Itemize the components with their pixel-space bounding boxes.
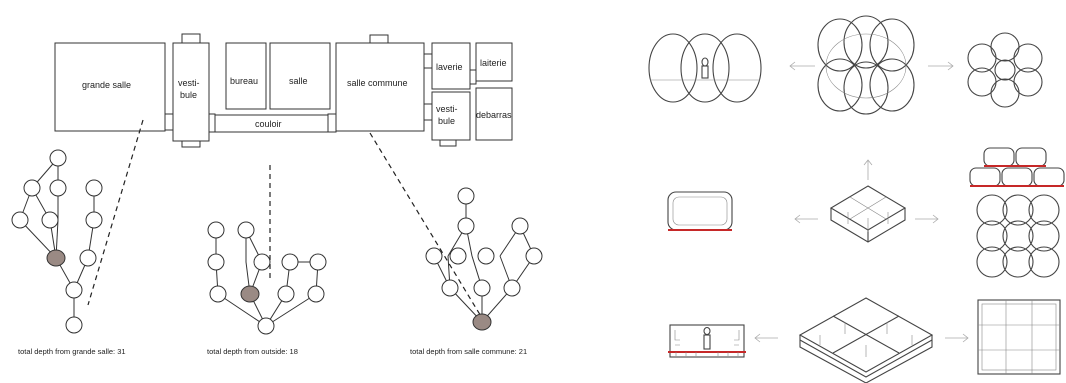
- graph-node: [24, 180, 40, 196]
- room-label-vestibule-right-2: bule: [438, 116, 455, 126]
- door-vestibule-right-bottom: [440, 140, 456, 146]
- section-room-figure: [668, 325, 746, 357]
- room-label-vestibule-right-1: vesti-: [436, 104, 458, 114]
- graph-node: [278, 286, 294, 302]
- arrow-left-icon: [795, 215, 818, 223]
- graph-node: [478, 248, 494, 264]
- room-label-laverie: laverie: [436, 62, 463, 72]
- door-couloir-right: [328, 114, 336, 132]
- arrow-right-icon: [928, 62, 953, 70]
- door-vestibule-left-bottom: [182, 141, 200, 147]
- graph-node: [66, 282, 82, 298]
- clustered-ellipses-figure: [818, 16, 914, 114]
- door-couloir-left: [209, 114, 215, 132]
- graph-node: [258, 318, 274, 334]
- graph-node: [458, 188, 474, 204]
- graph-node: [208, 254, 224, 270]
- circle-grid-figure: [977, 195, 1059, 277]
- isometric-cross-plan-figure: [831, 186, 905, 242]
- graph-node: [86, 212, 102, 228]
- access-graph-salle-commune: [426, 188, 542, 330]
- graph-node-highlighted: [47, 250, 65, 266]
- room-label-salle: salle: [289, 76, 308, 86]
- arrow-left-icon: [790, 62, 815, 70]
- room-label-grande-salle: grande salle: [82, 80, 131, 90]
- graph-node: [254, 254, 270, 270]
- graph-node: [450, 248, 466, 264]
- rounded-room-figure: [668, 192, 732, 230]
- graph-node: [238, 222, 254, 238]
- graph-node: [308, 286, 324, 302]
- graph-node: [208, 222, 224, 238]
- arrow-left-icon: [755, 334, 778, 342]
- graph-node: [310, 254, 326, 270]
- graph-node-highlighted: [241, 286, 259, 302]
- graph-node-highlighted: [473, 314, 491, 330]
- square-grid-plan-figure: [978, 300, 1060, 374]
- graph-node: [282, 254, 298, 270]
- floor-plan: grande salle vesti- bule bureau salle co…: [55, 34, 512, 147]
- arrow-right-icon: [915, 215, 938, 223]
- arrow-up-icon: [864, 160, 872, 180]
- graph-node: [86, 180, 102, 196]
- room-label-salle-commune: salle commune: [347, 78, 408, 88]
- graph-node: [526, 248, 542, 264]
- graph-node: [512, 218, 528, 234]
- graph-node: [50, 180, 66, 196]
- graph-node: [474, 280, 490, 296]
- graph-node: [42, 212, 58, 228]
- door-laiterie: [470, 70, 476, 84]
- room-label-bureau: bureau: [230, 76, 258, 86]
- room-label-laiterie: laiterie: [480, 58, 507, 68]
- rosette-circles-figure: [968, 33, 1042, 107]
- access-graph-outside: [208, 222, 326, 334]
- room-label-vestibule-left-2: bule: [180, 90, 197, 100]
- caption-outside: total depth from outside: 18: [207, 347, 298, 356]
- graph-node: [66, 317, 82, 333]
- graph-node: [80, 250, 96, 266]
- caption-salle-commune: total depth from salle commune: 21: [410, 347, 527, 356]
- graph-node: [12, 212, 28, 228]
- room-label-couloir: couloir: [255, 119, 282, 129]
- three-overlapping-ellipses-figure: [649, 34, 761, 102]
- graph-node: [210, 286, 226, 302]
- door-salle-commune-top: [370, 35, 388, 43]
- door-vestibule-left-top: [182, 34, 200, 43]
- door-grande-salle: [165, 114, 173, 130]
- graph-node: [458, 218, 474, 234]
- graph-node: [504, 280, 520, 296]
- arrow-right-icon: [945, 334, 968, 342]
- room-label-debarras: debarras: [476, 110, 512, 120]
- access-graph-grande-salle: [12, 150, 102, 333]
- room-label-vestibule-left-1: vesti-: [178, 78, 200, 88]
- door-laverie: [424, 54, 432, 68]
- graph-node: [442, 280, 458, 296]
- isometric-four-room-plan-figure: [800, 298, 932, 383]
- graph-node: [426, 248, 442, 264]
- door-vestibule-right: [424, 104, 432, 120]
- graph-node: [50, 150, 66, 166]
- rounded-cells-stack-figure: [970, 148, 1064, 186]
- caption-grande-salle: total depth from grande salle: 31: [18, 347, 126, 356]
